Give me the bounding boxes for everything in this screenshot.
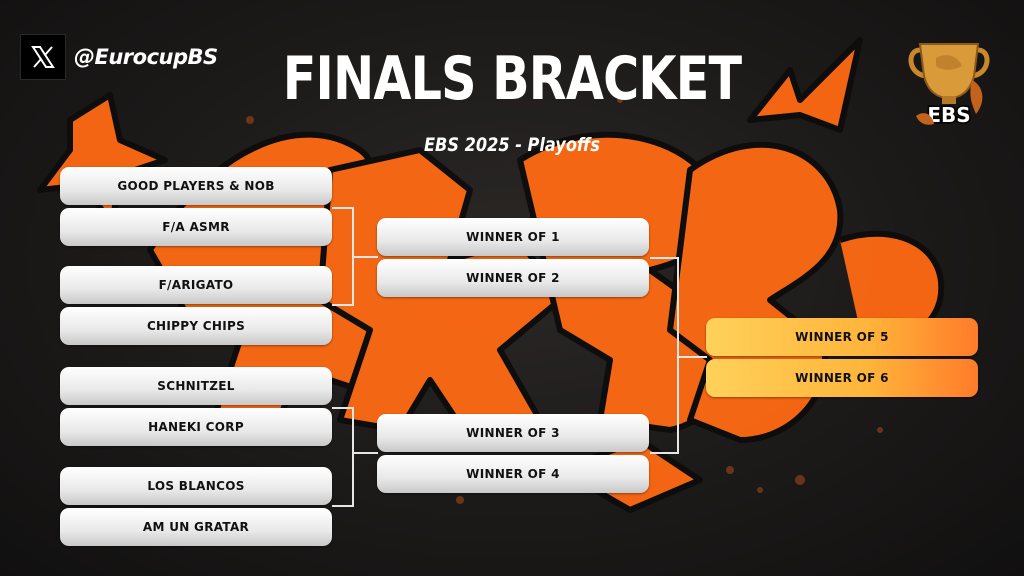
round2-slot-3: WINNER OF 3 xyxy=(377,414,649,452)
round2-slot-4: WINNER OF 4 xyxy=(377,455,649,493)
round1-slot-6: HANEKI CORP xyxy=(60,408,332,446)
round1-slot-1: GOOD PLAYERS & NOB xyxy=(60,167,332,205)
round1-slot-3: F/ARIGATO xyxy=(60,266,332,304)
page-subtitle: EBS 2025 - Playoffs xyxy=(424,134,600,156)
round1-slot-2: F/A ASMR xyxy=(60,208,332,246)
round1-slot-7: LOS BLANCOS xyxy=(60,467,332,505)
leaf-icon xyxy=(970,80,983,114)
round1-slot-4: CHIPPY CHIPS xyxy=(60,307,332,345)
page-title: FINALS BRACKET xyxy=(282,44,742,114)
trophy-icon: EBS xyxy=(908,43,990,129)
social-handle: @EurocupBS xyxy=(20,34,218,80)
x-logo-icon xyxy=(20,34,66,80)
handle-text: @EurocupBS xyxy=(74,45,218,69)
round2-slot-2: WINNER OF 2 xyxy=(377,259,649,297)
final-slot-2: WINNER OF 6 xyxy=(706,359,978,397)
round1-slot-5: SCHNITZEL xyxy=(60,367,332,405)
round1-slot-8: AM UN GRATAR xyxy=(60,508,332,546)
final-slot-1: WINNER OF 5 xyxy=(706,318,978,356)
round2-slot-1: WINNER OF 1 xyxy=(377,218,649,256)
